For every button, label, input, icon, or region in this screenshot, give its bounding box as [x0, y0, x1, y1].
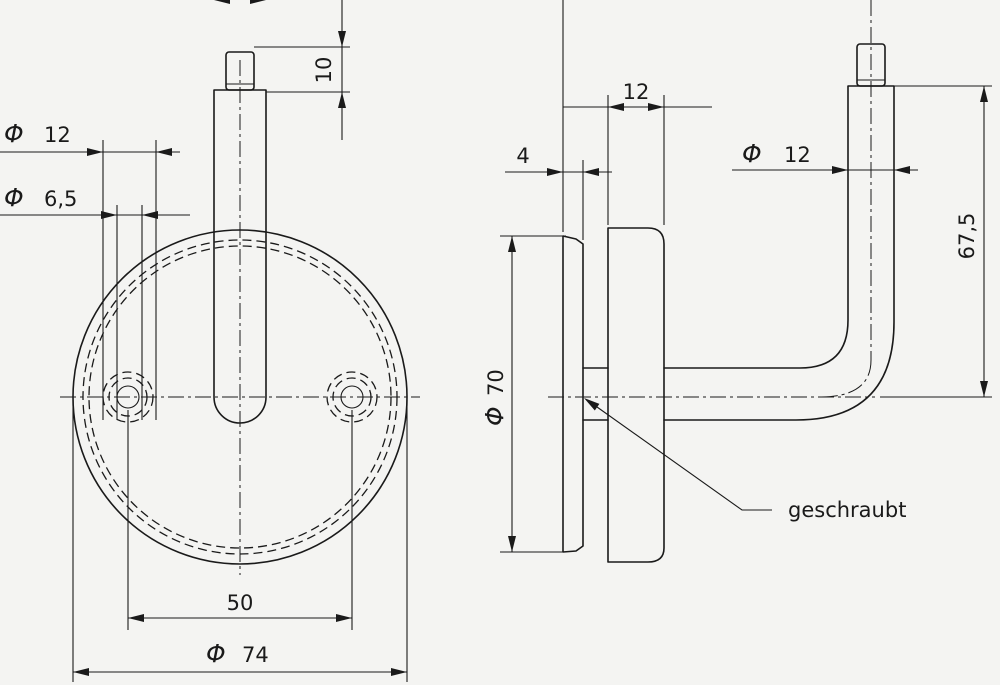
dim-height: [880, 85, 992, 398]
front-view: 10 Φ 12 Φ 6,5: [0, 0, 420, 682]
dim-side-rod-diameter-symbol: Φ: [742, 139, 762, 168]
dim-plate-thickness-label: 4: [516, 144, 529, 168]
mounting-flange-side: [607, 227, 665, 563]
dim-side-rod-diameter: [732, 166, 918, 174]
dim-plate-thickness: [505, 0, 612, 240]
dim-flange-diameter-symbol: Φ: [480, 406, 509, 426]
dim-top-arrow-right: [250, 0, 266, 4]
dim-plate-diameter-symbol: Φ: [206, 639, 226, 668]
side-view: 4 12 Φ 12 67,5: [480, 0, 992, 563]
leader-screwed: [581, 394, 772, 511]
dim-offset: [563, 95, 712, 225]
dim-rod-diameter: [0, 140, 180, 420]
dim-hole-diameter: [0, 205, 190, 420]
dim-flange-diameter-label: 70: [484, 369, 508, 396]
dim-hole-spacing-label: 50: [227, 591, 254, 615]
dim-plate-diameter-label: 74: [242, 643, 269, 667]
dim-rod-diameter-label: 12: [44, 123, 71, 147]
dim-top-arrow-left: [214, 0, 230, 4]
dim-rod-diameter-symbol: Φ: [4, 119, 24, 148]
bent-rod-outline: [663, 85, 895, 421]
dim-height-label: 67,5: [955, 213, 979, 260]
rod-pin: [225, 51, 255, 91]
dim-hole-spacing: [127, 410, 353, 630]
dim-pin-length-label: 10: [312, 57, 336, 84]
dim-pin-length: [254, 0, 350, 140]
annotation-screwed: geschraubt: [788, 498, 906, 522]
dim-side-rod-diameter-label: 12: [784, 143, 811, 167]
side-bend-center-line: [819, 359, 872, 398]
dim-plate-diameter: [72, 400, 408, 682]
wall-plate-side: [562, 235, 584, 553]
dim-offset-label: 12: [623, 80, 650, 104]
dim-flange-diameter: [500, 235, 566, 553]
dim-hole-diameter-label: 6,5: [44, 187, 77, 211]
dim-hole-diameter-symbol: Φ: [4, 183, 24, 212]
rod-front-outline: [213, 89, 267, 424]
